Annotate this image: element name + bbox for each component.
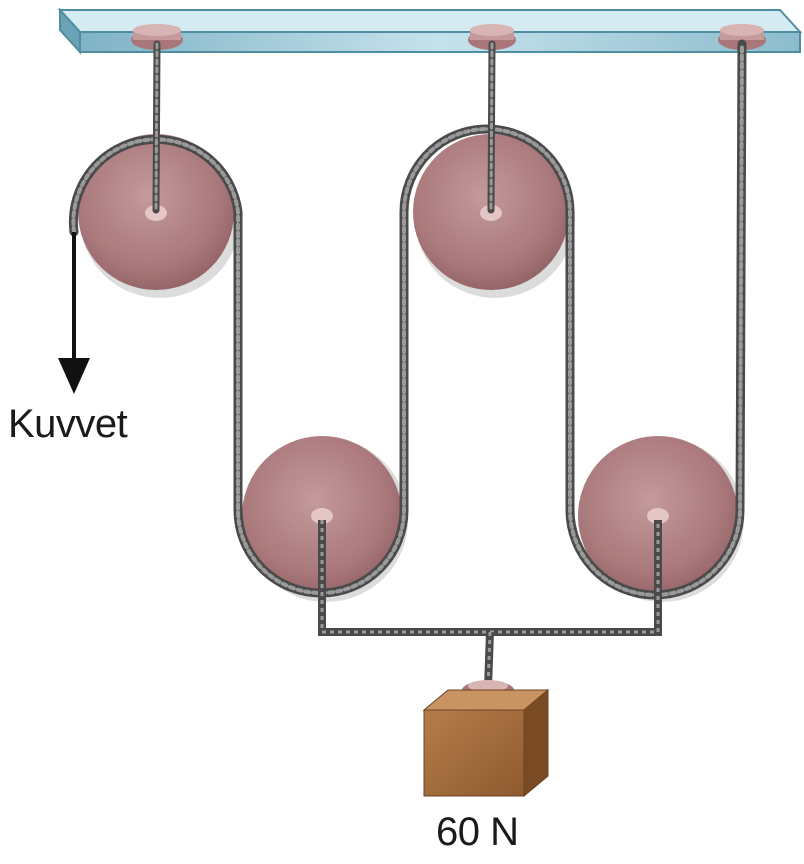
ceiling-mount-middle: [468, 24, 516, 50]
weight-label: 60 N: [436, 810, 519, 854]
ceiling-mount-left: [131, 24, 183, 50]
hanger-ropes: [152, 40, 496, 214]
main-rope: [68, 39, 747, 600]
force-arrow: [58, 232, 90, 394]
load-frame-rope: [318, 520, 662, 689]
ceiling-beam: [57, 7, 803, 55]
force-label: Kuvvet: [8, 402, 128, 446]
load-box: [422, 680, 550, 798]
